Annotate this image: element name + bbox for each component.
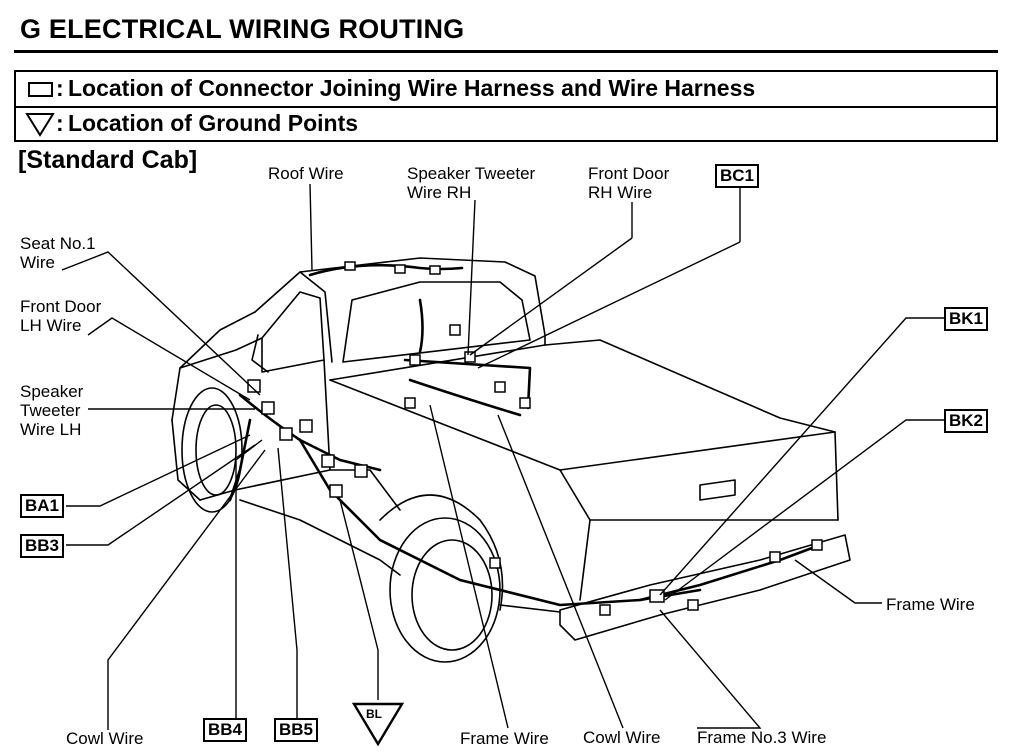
label-seat-no1-line1: Seat No.1 [20, 234, 96, 253]
ground-symbol-icon [25, 113, 55, 137]
label-speaker-tweeter-lh-line1: Speaker [20, 382, 84, 401]
connector-bk2: BK2 [944, 409, 989, 433]
label-front-door-lh-line2: LH Wire [20, 316, 82, 335]
label-front-door-rh-line2: RH Wire [588, 183, 653, 202]
leader-lines [61, 183, 944, 730]
label-roof-wire: Roof Wire [268, 164, 344, 183]
label-front-door-rh-line1: Front Door [588, 164, 670, 183]
label-cowl-wire-left: Cowl Wire [66, 729, 144, 748]
legend-colon: : [56, 75, 64, 101]
connector-bk1: BK1 [944, 307, 989, 331]
connector-bb4: BB4 [203, 718, 248, 742]
page-title: G ELECTRICAL WIRING ROUTING [20, 14, 465, 44]
connector-blobs [247, 261, 823, 616]
label-frame-wire-right: Frame Wire [886, 595, 975, 614]
label-frame-wire-bottom: Frame Wire [460, 729, 549, 748]
label-speaker-tweeter-lh-line3: Wire LH [20, 420, 82, 439]
connector-bb3: BB3 [20, 534, 65, 558]
label-seat-no1-line2: Wire [20, 253, 55, 272]
label-cowl-wire-bottom: Cowl Wire [583, 728, 661, 747]
legend-row-connector: : Location of Connector Joining Wire Har… [16, 72, 996, 108]
ground-bl-label: BL [366, 707, 382, 721]
cab-subtitle: [Standard Cab] [18, 146, 198, 174]
truck-outline [171, 257, 851, 663]
ground-bl-icon [351, 702, 405, 747]
label-speaker-tweeter-rh-line2: Wire RH [407, 183, 472, 202]
label-front-door-lh-line1: Front Door [20, 297, 102, 316]
connector-bc1: BC1 [715, 164, 760, 188]
connector-symbol-icon [28, 82, 53, 97]
legend-connector-text: Location of Connector Joining Wire Harne… [68, 75, 756, 101]
label-speaker-tweeter-lh-line2: Tweeter [20, 401, 81, 420]
legend-colon: : [56, 110, 64, 136]
legend-row-ground: : Location of Ground Points [16, 107, 996, 141]
connector-bb5: BB5 [274, 718, 319, 742]
legend-box: : Location of Connector Joining Wire Har… [14, 70, 998, 142]
title-underline [14, 50, 998, 53]
legend-ground-text: Location of Ground Points [68, 110, 359, 136]
label-speaker-tweeter-rh-line1: Speaker Tweeter [407, 164, 536, 183]
label-frame-no3-wire: Frame No.3 Wire [697, 728, 827, 747]
connector-ba1: BA1 [20, 494, 65, 518]
